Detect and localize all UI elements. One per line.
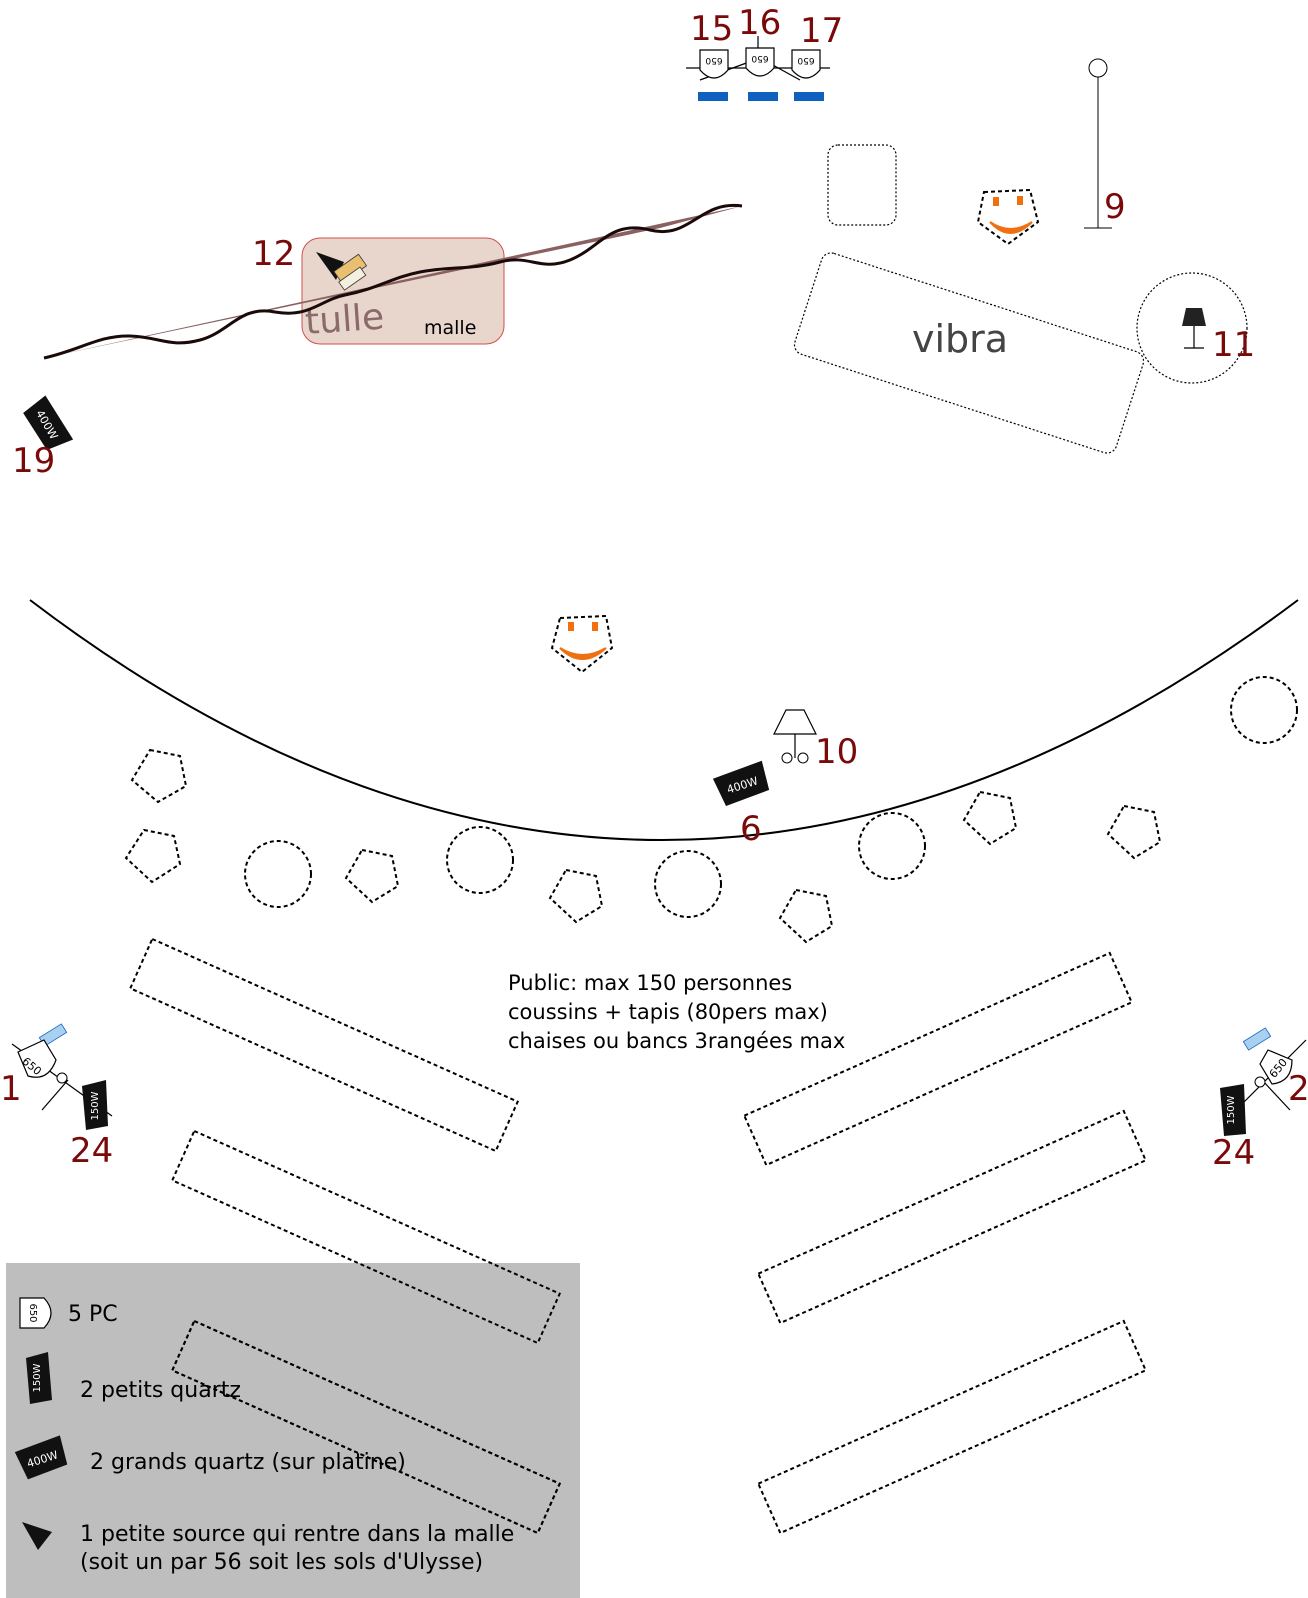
pc-2: 650 xyxy=(1229,1027,1307,1117)
bench-right-3 xyxy=(756,1319,1148,1535)
tulle-curtain-shadow xyxy=(44,206,742,358)
legend-large-quartz-icon: 400W xyxy=(14,1435,68,1480)
legend-pc-label: 5 PC xyxy=(68,1302,118,1327)
cushion-round xyxy=(244,840,312,908)
tulle-curtain xyxy=(43,203,743,360)
small-quartz-24-right: 150W xyxy=(1220,1084,1246,1136)
dotted-circle-11 xyxy=(1136,272,1248,384)
small-source-12 xyxy=(316,252,368,291)
cushion xyxy=(1106,804,1162,860)
vibra-box xyxy=(793,252,1145,454)
cushion xyxy=(124,828,182,884)
small-quartz-24-left: 150W xyxy=(82,1080,108,1130)
svg-text:650: 650 xyxy=(27,1303,38,1322)
svg-text:150W: 150W xyxy=(32,1363,43,1392)
svg-text:650: 650 xyxy=(751,53,768,63)
actor-smiley-center xyxy=(550,614,614,674)
cushion xyxy=(344,848,400,904)
legend-small-quartz-icon: 150W xyxy=(26,1352,52,1404)
cushion-round xyxy=(1230,676,1298,744)
cushion-round xyxy=(654,850,722,918)
pc-trio: 650 650 650 xyxy=(686,36,830,101)
bench-left-2 xyxy=(170,1129,562,1345)
vibra-label: vibra xyxy=(912,317,1008,361)
public-line-1: Public: max 150 personnes xyxy=(508,971,792,995)
label-19: 19 xyxy=(12,441,55,481)
label-17: 17 xyxy=(800,11,843,51)
bench-left-3-overlay xyxy=(170,1319,562,1535)
tulle-label: tulle xyxy=(304,297,386,343)
label-24-left: 24 xyxy=(70,1131,113,1171)
pc-16-body xyxy=(745,47,775,77)
cushion xyxy=(778,888,834,944)
public-line-3: chaises ou bancs 3rangées max xyxy=(508,1029,845,1053)
pc-15-body xyxy=(699,49,729,79)
legend-large-quartz-label: 2 grands quartz (sur platine) xyxy=(90,1450,406,1475)
cushion xyxy=(548,868,604,924)
label-16: 16 xyxy=(738,3,781,43)
stage-edge-arc xyxy=(29,599,1299,841)
svg-text:650: 650 xyxy=(705,55,722,65)
legend-pc-icon: 650 xyxy=(19,1297,52,1329)
svg-text:650: 650 xyxy=(797,55,814,65)
cushion-round xyxy=(858,812,926,880)
cushion xyxy=(962,790,1018,846)
label-6: 6 xyxy=(740,809,762,849)
pc-17-body xyxy=(791,49,821,79)
label-12: 12 xyxy=(252,234,295,274)
bench-left-1 xyxy=(128,937,520,1153)
lamp-10 xyxy=(773,709,817,764)
label-15: 15 xyxy=(690,9,733,49)
legend-small-source-line1: 1 petite source qui rentre dans la malle xyxy=(80,1522,514,1547)
cushion-round xyxy=(446,826,514,894)
mic-stand-9 xyxy=(1084,58,1112,229)
legend-small-source-line2: (soit un par 56 soit les sols d'Ulysse) xyxy=(80,1550,483,1575)
cushion xyxy=(130,748,188,804)
actor-smiley-top xyxy=(976,188,1040,246)
pc-1: 650 xyxy=(11,1023,113,1117)
label-9: 9 xyxy=(1104,187,1126,227)
svg-text:150W: 150W xyxy=(90,1091,101,1120)
label-11: 11 xyxy=(1212,325,1255,365)
legend-small-source-icon xyxy=(22,1522,52,1550)
malle-label: malle xyxy=(424,317,476,339)
lamp-11 xyxy=(1182,308,1206,349)
dotted-box-top xyxy=(827,144,897,226)
label-2: 2 xyxy=(1288,1069,1308,1109)
large-quartz-6: 400W xyxy=(712,760,770,807)
label-10: 10 xyxy=(815,732,858,772)
svg-text:150W: 150W xyxy=(1226,1095,1237,1124)
legend-small-quartz-label: 2 petits quartz xyxy=(80,1378,241,1403)
public-line-2: coussins + tapis (80pers max) xyxy=(508,1000,828,1024)
label-24-right: 24 xyxy=(1212,1133,1255,1173)
label-1: 1 xyxy=(0,1069,22,1109)
